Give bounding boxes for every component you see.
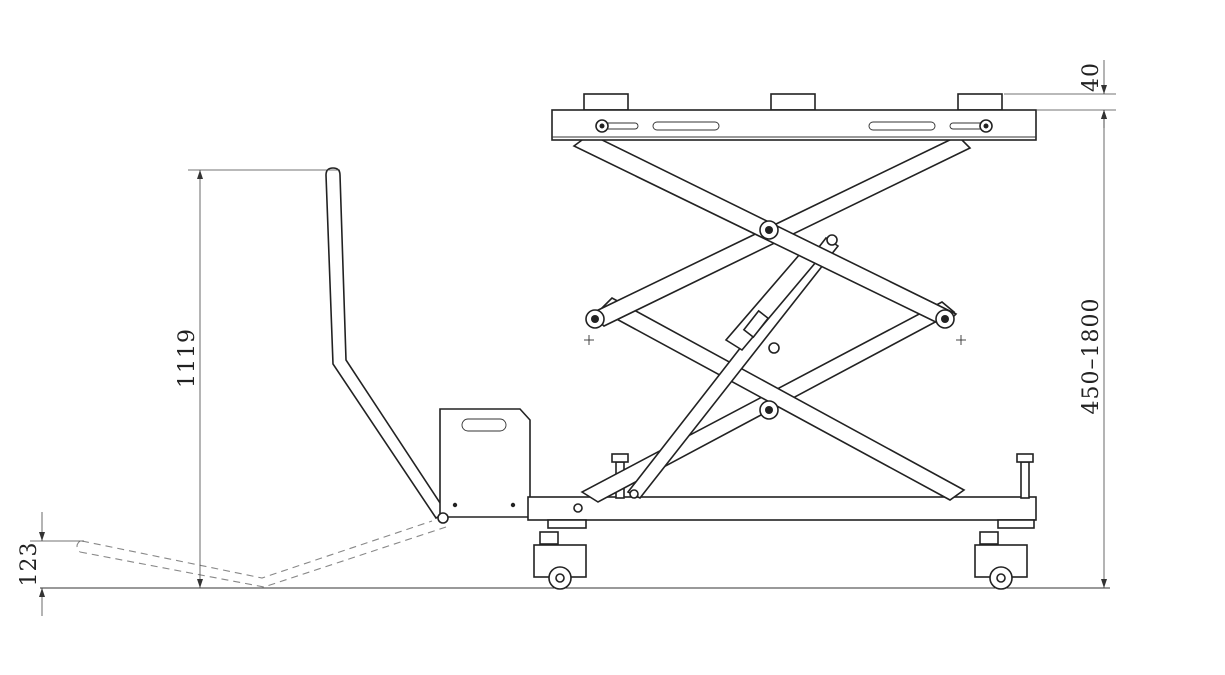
- base-frame: [527, 496, 1037, 521]
- pivot-pins: [585, 220, 955, 499]
- right-caster: [974, 519, 1035, 590]
- dimension-pedal-height: [30, 512, 84, 616]
- hydraulic-cylinder: [626, 236, 840, 500]
- pedal-height-label: 123: [17, 542, 42, 587]
- platform-thickness-label: 40: [1079, 62, 1104, 92]
- lift-platform: [551, 93, 1037, 141]
- left-caster: [533, 519, 587, 590]
- power-unit-box: [437, 408, 531, 524]
- push-handle: [325, 167, 448, 520]
- lift-range-label: 450–1800: [1079, 298, 1104, 415]
- dimension-handle-height: [188, 169, 340, 588]
- right-leveling-screw: [1016, 453, 1034, 499]
- center-marks: [584, 335, 966, 345]
- pedal-folded-outline: [76, 520, 447, 588]
- handle-height-label: 1119: [175, 328, 200, 388]
